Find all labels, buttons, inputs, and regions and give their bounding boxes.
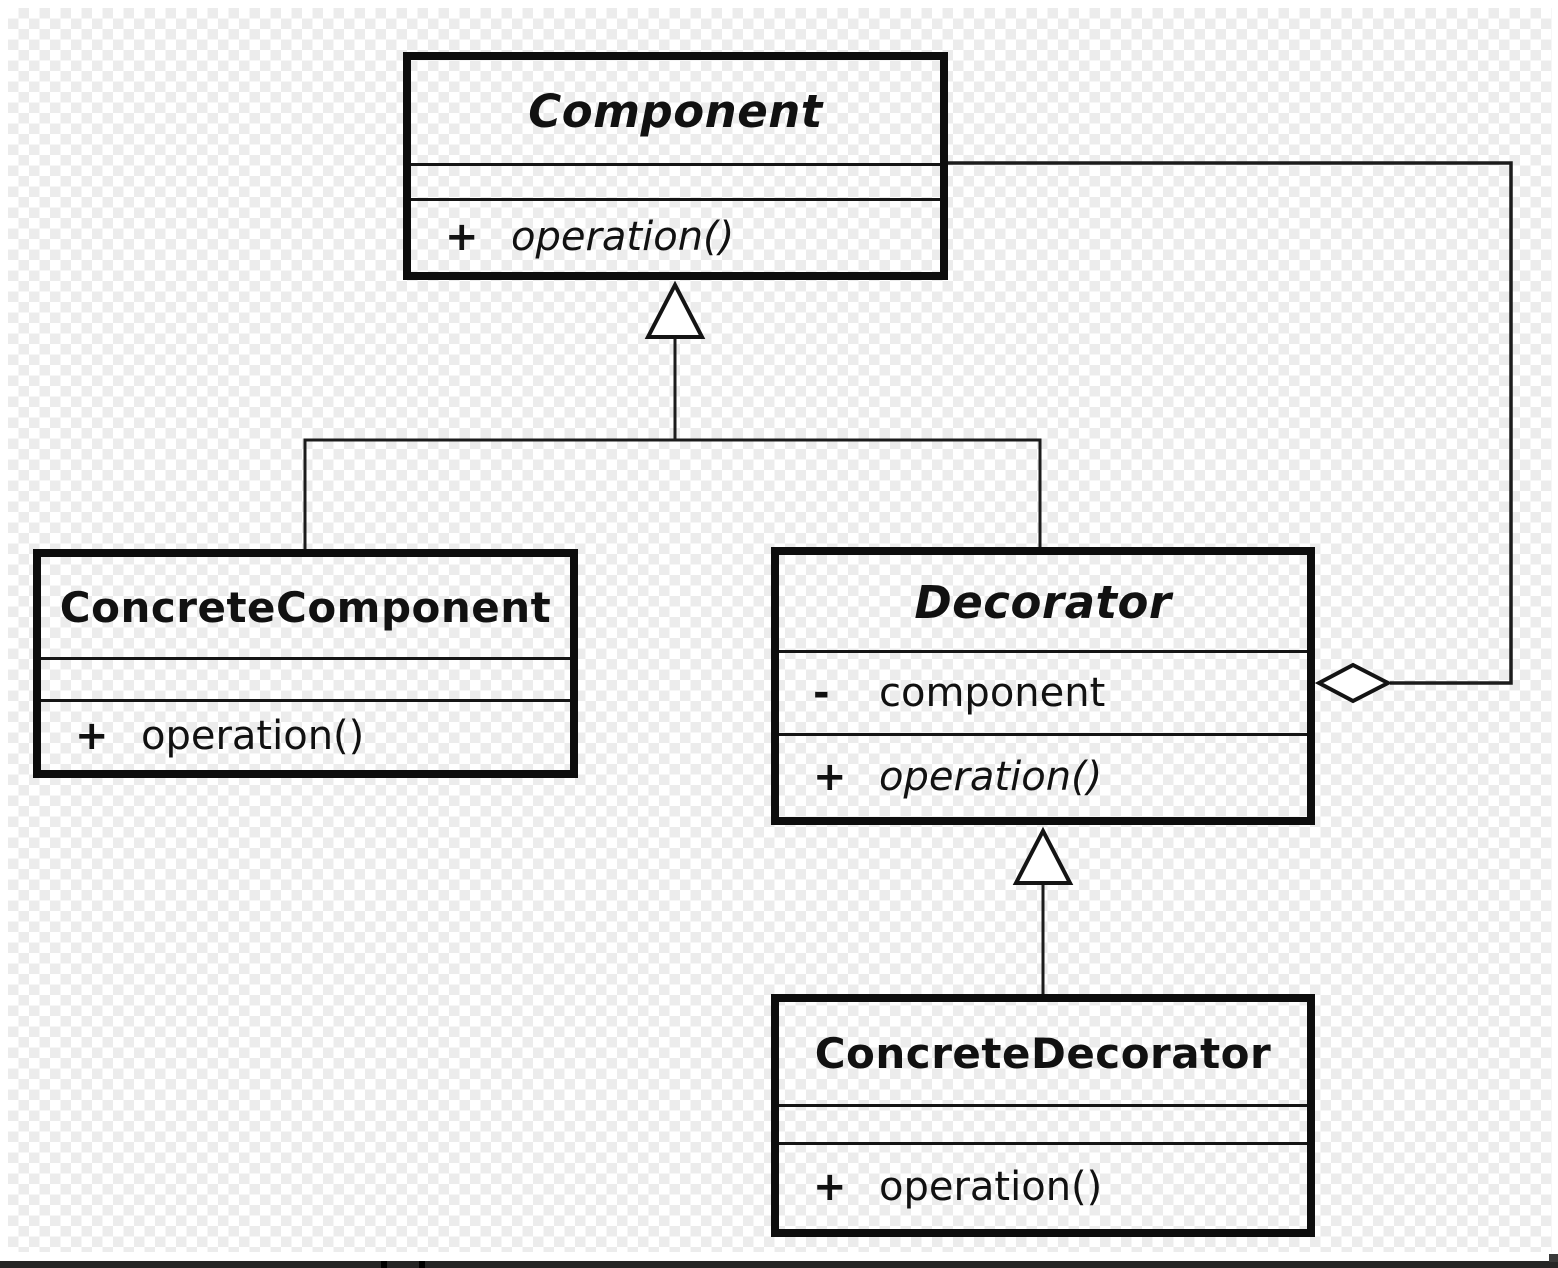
attributes-section [41,657,570,699]
bottom-bar-artifact [419,1261,425,1268]
attributes-section [411,163,940,198]
class-box-decorator: Decorator - component + operation() [771,547,1315,825]
attribute-row: - component [779,673,1307,713]
aggregation-line [948,161,1513,685]
method-name: operation() [511,213,735,260]
bottom-bar-artifact [381,1261,387,1268]
method-row: + operation() [779,757,1307,797]
method-name: operation() [879,753,1103,800]
visibility-sign: + [75,713,109,759]
method-name: operation() [879,1164,1103,1210]
method-row: + operation() [779,1167,1307,1207]
class-name: Decorator [914,576,1172,629]
attributes-section [779,1104,1307,1142]
method-row: + operation() [41,716,570,756]
class-box-concrete-component: ConcreteComponent + operation() [33,549,578,778]
generalization-triangle-icon [644,280,706,339]
aggregation-diamond-icon [1314,662,1393,704]
generalization-line-component-children [303,335,1042,549]
class-name: ConcreteDecorator [814,1028,1272,1078]
class-box-concrete-decorator: ConcreteDecorator + operation() [771,994,1315,1237]
attributes-section: - component [779,650,1307,733]
visibility-sign: + [445,213,479,260]
bottom-right-corner-artifact [1549,1254,1558,1262]
visibility-sign: + [813,1164,847,1210]
visibility-sign: - [813,670,830,716]
visibility-sign: + [813,753,847,800]
method-name: operation() [141,713,365,759]
methods-section: + operation() [41,699,570,770]
generalization-triangle-icon [1012,826,1074,885]
methods-section: + operation() [411,198,940,272]
class-name: Component [528,85,823,138]
class-box-component: Component + operation() [403,52,948,280]
method-row: + operation() [411,217,940,257]
methods-section: + operation() [779,733,1307,817]
attribute-name: component [879,670,1106,716]
bottom-edge-bar [0,1261,1558,1268]
transparency-checkerboard [8,8,1552,1252]
class-name: ConcreteComponent [59,582,552,632]
methods-section: + operation() [779,1142,1307,1229]
